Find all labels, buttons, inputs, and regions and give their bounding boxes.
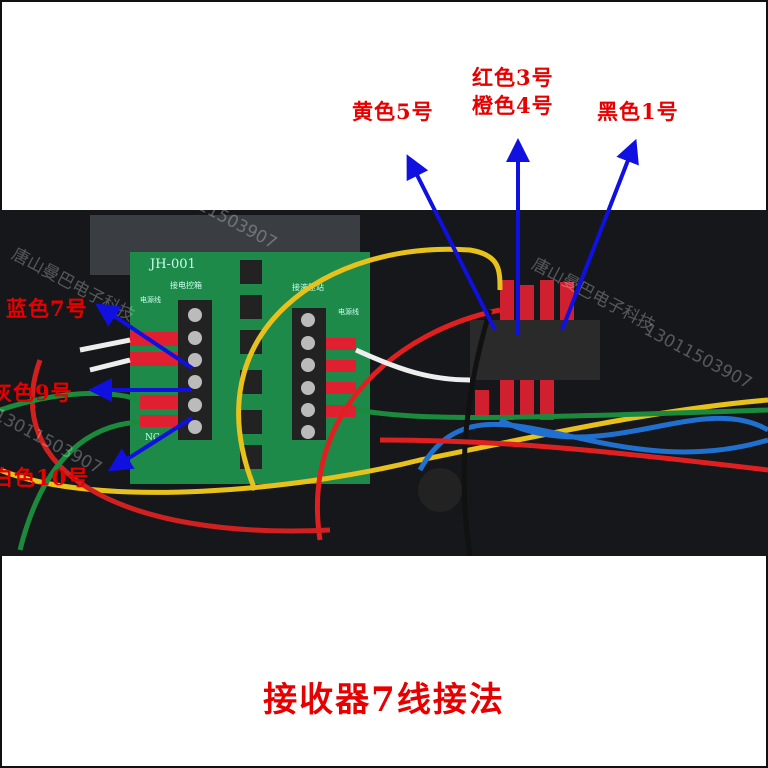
label-black-1: 黑色1号 — [597, 99, 679, 124]
label-yellow-5: 黄色5号 — [352, 99, 434, 124]
wiring-photo: JH-001 接电控箱 接液压站 电源线 电源线 NC — [0, 210, 768, 556]
label-blue-7: 蓝色7号 — [6, 296, 88, 321]
board-power-right: 电源线 — [338, 307, 359, 316]
label-white-10: 白色10号 — [0, 465, 90, 490]
board-nc: NC — [145, 433, 160, 443]
board-model: JH-001 — [148, 257, 196, 272]
page-title: 接收器7线接法 — [263, 680, 505, 720]
label-red-3: 红色3号 — [472, 65, 554, 90]
label-gray-9: 灰色9号 — [0, 380, 73, 405]
label-orange-4: 橙色4号 — [472, 93, 554, 118]
board-left-header: 接电控箱 — [170, 280, 202, 290]
board-power-left: 电源线 — [140, 295, 161, 304]
